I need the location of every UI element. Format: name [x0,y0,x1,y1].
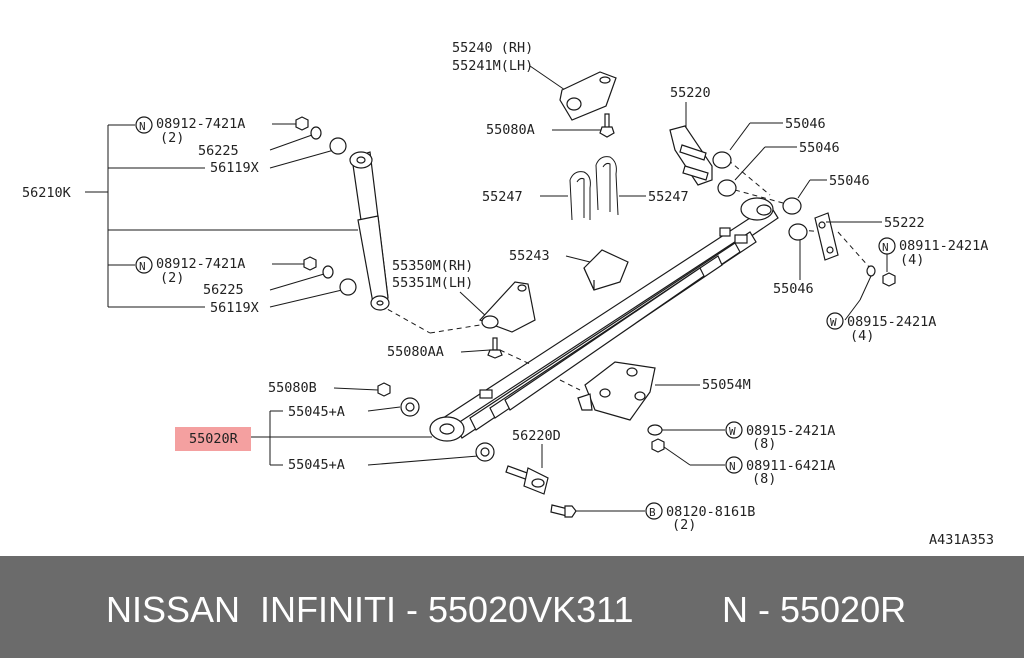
label-bolt-upper[interactable]: 55080A [486,122,535,138]
shackle-pin [505,465,549,495]
label-bush-a-upper[interactable]: 55045+A [288,404,345,420]
label-washer-w2[interactable]: 08915-2421A [746,423,835,439]
brand-and-oem-number: NISSAN INFINITI - 55020VK311 [106,589,634,630]
washer-icon [647,424,663,436]
callout-w1-icon [826,312,844,330]
spring-plate [583,249,629,291]
shackle [669,125,713,186]
label-nut-n1[interactable]: 08911-2421A [899,238,988,254]
bushing-icon [329,137,347,155]
washer-icon [866,265,876,277]
callout-w1-letter: W [830,316,837,329]
diagram-reference: N - 55020R [722,589,907,630]
label-nut-top-qty: (2) [160,130,184,146]
label-bush-bot[interactable]: 56119X [210,300,259,316]
u-bolt [569,156,619,221]
nut-icon [295,116,309,131]
callout-n-bot-icon [135,256,153,274]
nut-icon [303,256,317,271]
label-nut-bot[interactable]: 08912-7421A [156,256,245,272]
leaf-spring [429,197,779,442]
bolt [487,337,503,359]
label-seat[interactable]: 55054M [702,377,751,393]
shackle-plate [814,212,839,261]
callout-n2-letter: N [729,460,736,473]
label-bush-2[interactable]: 55046 [799,140,840,156]
label-ubolt-right[interactable]: 55247 [648,189,689,205]
callout-b-letter: B [649,506,656,519]
label-shackle-plate[interactable]: 55222 [884,215,925,231]
label-bush-a-lower[interactable]: 55045+A [288,457,345,473]
nut-icon [377,382,391,397]
absorber-bracket [478,281,536,333]
label-washer-w2-qty: (8) [752,436,776,452]
label-nut-n2[interactable]: 08911-6421A [746,458,835,474]
washer-icon [310,126,322,140]
bushing-icon [788,223,808,241]
label-nut-a[interactable]: 55080B [268,380,317,396]
spring-label-highlight [175,427,251,451]
label-nut-b[interactable]: 08120-8161B [666,504,755,520]
label-nut-top[interactable]: 08912-7421A [156,116,245,132]
washer-icon [322,265,334,279]
label-nut-n1-qty: (4) [900,252,924,268]
callout-n-top-icon [135,116,153,134]
label-bush-1[interactable]: 55046 [785,116,826,132]
label-ubolt-left[interactable]: 55247 [482,189,523,205]
label-bush-4[interactable]: 55046 [773,281,814,297]
label-absorber[interactable]: 56210K [22,185,72,201]
callout-w2-icon [725,421,743,439]
label-nut-bot-qty: (2) [160,270,184,286]
parts-diagram: 55020R 55045+A 55045+A 55080B 56220D B 0… [22,40,994,548]
label-nut-b-qty: (2) [672,517,696,533]
bushing-icon [339,278,357,296]
label-bracket-lh2[interactable]: 55351M(LH) [392,275,473,291]
label-bracket-rh2[interactable]: 55350M(RH) [392,258,473,274]
shock-absorber [349,151,390,311]
bushing-icon [782,197,802,215]
label-nut-n2-qty: (8) [752,471,776,487]
label-spring[interactable]: 55020R [189,431,239,447]
callout-n1-letter: N [882,241,889,254]
bushing-icon [712,151,732,169]
spring-seat [577,361,656,421]
nut-icon [882,272,896,287]
label-bush-3[interactable]: 55046 [829,173,870,189]
callout-n-bot-letter: N [139,260,146,273]
label-shackle[interactable]: 55220 [670,85,711,101]
label-washer-bot[interactable]: 56225 [203,282,244,298]
label-bracket-lh[interactable]: 55241M(LH) [452,58,533,74]
callout-w2-letter: W [729,425,736,438]
bolt [599,113,615,138]
nut-icon [651,438,665,453]
label-plate[interactable]: 55243 [509,248,550,264]
part-number-banner: NISSAN INFINITI - 55020VK311 N - 55020R [0,556,1024,658]
front-bracket [559,71,617,121]
bolt [550,504,577,518]
label-washer-w1-qty: (4) [850,328,874,344]
label-washer-top[interactable]: 56225 [198,143,239,159]
bushing-icon [717,179,737,197]
label-washer-w1[interactable]: 08915-2421A [847,314,936,330]
label-pin[interactable]: 56220D [512,428,561,444]
label-bush-top[interactable]: 56119X [210,160,259,176]
label-bracket-rh[interactable]: 55240 (RH) [452,40,533,56]
label-bolt-lower[interactable]: 55080AA [387,344,444,360]
callout-n-top-letter: N [139,120,146,133]
figure-code: A431A353 [929,532,994,548]
callout-n2-icon [725,456,743,474]
callout-b-icon [645,502,663,520]
